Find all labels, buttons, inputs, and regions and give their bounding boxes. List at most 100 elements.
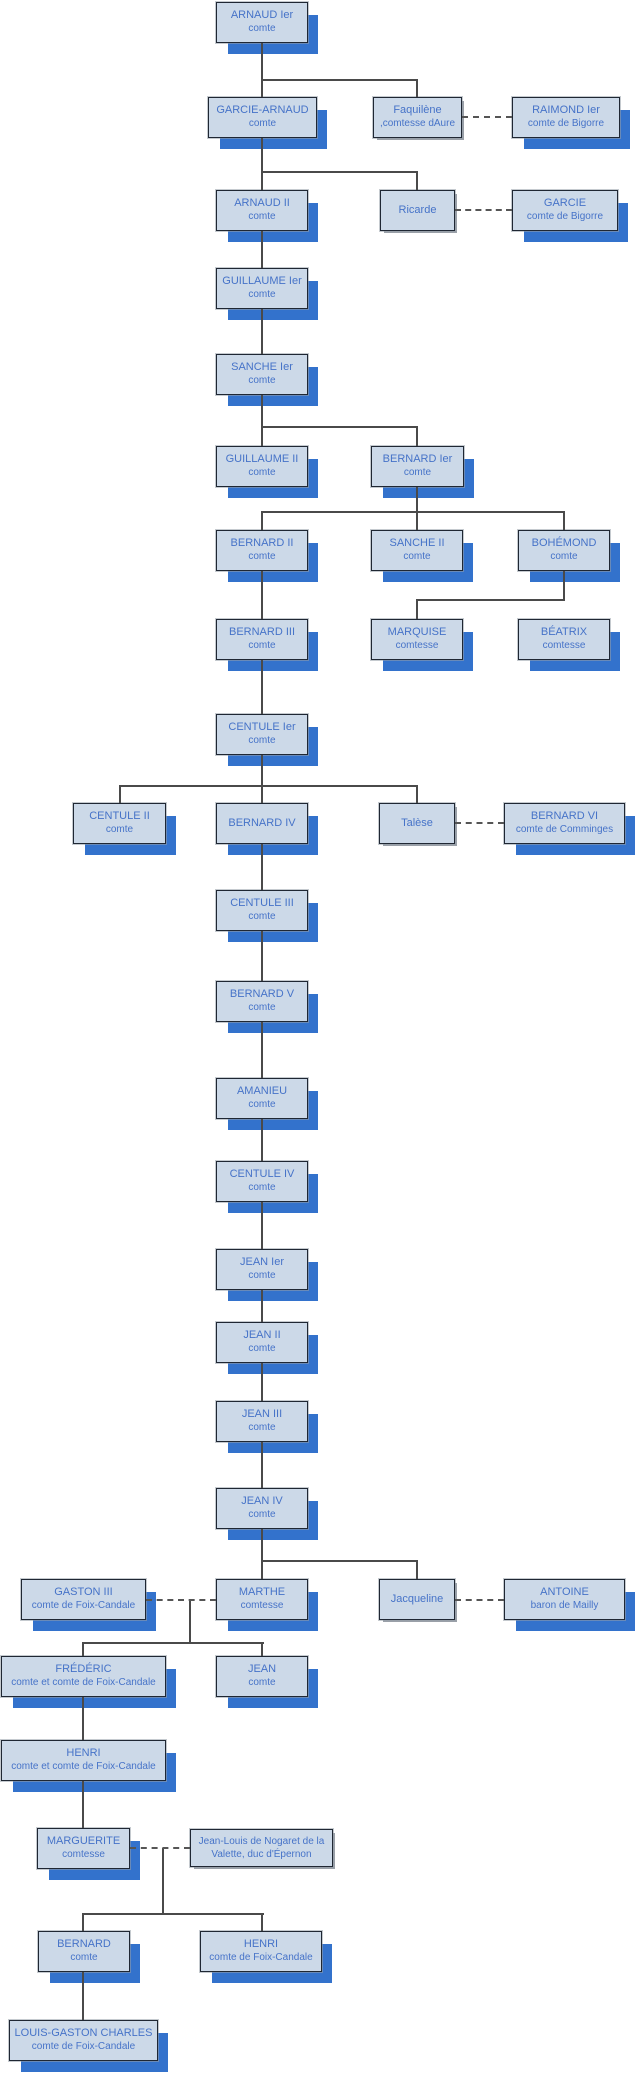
person-name: MARQUISE — [387, 626, 447, 639]
person-node[interactable]: CENTULE III comte — [216, 890, 308, 931]
descent-connector-line — [119, 785, 418, 787]
person-title: comte — [248, 640, 276, 652]
person-name: Faquilène — [393, 104, 442, 117]
person-name: CENTULE Ier — [228, 721, 296, 734]
descent-connector-line — [261, 755, 263, 803]
person-title: comte — [248, 289, 276, 301]
descent-connector-line — [82, 1913, 264, 1915]
person-node[interactable]: BERNARD Ier comte — [371, 446, 464, 487]
person-title: comte — [248, 1182, 276, 1194]
descent-connector-line — [261, 931, 263, 981]
person-name: BERNARD IV — [228, 816, 296, 829]
person-node[interactable]: FRÉDÉRIC comte et comte de Foix-Candale — [1, 1656, 166, 1697]
descent-connector-line — [261, 1529, 263, 1579]
person-name: BOHÉMOND — [531, 537, 597, 550]
descent-connector-line — [261, 1643, 263, 1656]
person-name: HENRI — [243, 1938, 279, 1951]
person-title: comtesse — [395, 640, 439, 652]
person-name: BÉATRIX — [540, 626, 588, 639]
person-title: comte — [248, 1677, 276, 1689]
descent-connector-line — [416, 600, 418, 619]
person-node[interactable]: Jacqueline — [379, 1579, 455, 1620]
person-title: comte — [248, 735, 276, 747]
person-title: comte — [550, 551, 578, 563]
person-node[interactable]: BERNARD III comte — [216, 619, 308, 660]
person-node[interactable]: GARCIE-ARNAUD comte — [208, 97, 317, 138]
person-node[interactable]: ARNAUD II comte — [216, 190, 308, 231]
person-node[interactable]: MARGUERITE comtesse — [37, 1828, 130, 1869]
person-node[interactable]: BERNARD comte — [38, 1931, 130, 1972]
person-node[interactable]: MARTHE comtesse — [216, 1579, 308, 1620]
person-node[interactable]: HENRI comte de Foix-Candale — [200, 1931, 322, 1972]
descent-connector-line — [261, 511, 565, 513]
person-title: ,comtesse dAure — [379, 118, 456, 130]
person-title: comte — [248, 1002, 276, 1014]
person-name: Jean-Louis de Nogaret de la Valette, duc… — [198, 1836, 325, 1860]
person-node[interactable]: CENTULE Ier comte — [216, 714, 308, 755]
person-name: ARNAUD Ier — [230, 9, 294, 22]
person-node[interactable]: JEAN Ier comte — [216, 1249, 308, 1290]
person-name: HENRI — [66, 1747, 101, 1760]
person-title: comte — [248, 211, 276, 223]
person-node[interactable]: JEAN IV comte — [216, 1488, 308, 1529]
descent-connector-line — [261, 1442, 263, 1488]
descent-connector-line — [261, 660, 263, 714]
person-node[interactable]: GARCIE comte de Bigorre — [512, 190, 618, 231]
person-node[interactable]: BERNARD V comte — [216, 981, 308, 1022]
person-node[interactable]: AMANIEU comte — [216, 1078, 308, 1119]
person-title: comte de Foix-Candale — [31, 2041, 136, 2053]
person-title: comte de Comminges — [515, 824, 614, 836]
person-name: ARNAUD II — [234, 197, 290, 210]
marriage-dashed-line — [455, 209, 512, 211]
person-node[interactable]: HENRI comte et comte de Foix-Candale — [1, 1740, 166, 1781]
person-node[interactable]: LOUIS-GASTON CHARLES comte de Foix-Canda… — [9, 2020, 158, 2061]
person-node[interactable]: CENTULE IV comte — [216, 1161, 308, 1202]
descent-connector-line — [82, 1642, 264, 1644]
person-node[interactable]: BOHÉMOND comte — [518, 530, 610, 571]
person-node[interactable]: JEAN II comte — [216, 1322, 308, 1363]
descent-connector-line — [261, 79, 418, 81]
person-title: comte — [403, 551, 431, 563]
person-node[interactable]: Ricarde — [380, 190, 455, 231]
person-node[interactable]: SANCHE Ier comte — [216, 354, 308, 395]
person-node[interactable]: BÉATRIX comtesse — [518, 619, 610, 660]
descent-connector-line — [261, 309, 263, 354]
person-node[interactable]: SANCHE II comte — [371, 530, 463, 571]
person-node[interactable]: GUILLAUME Ier comte — [216, 268, 308, 309]
person-node[interactable]: CENTULE II comte — [73, 803, 166, 844]
person-node[interactable]: Faquilène ,comtesse dAure — [373, 97, 462, 138]
person-title: comtesse — [62, 1849, 105, 1861]
descent-connector-line — [416, 487, 418, 530]
descent-connector-line — [82, 1914, 84, 1931]
person-name: GUILLAUME Ier — [222, 275, 302, 288]
person-title: comte — [105, 824, 134, 836]
person-title: baron de Mailly — [530, 1600, 599, 1612]
person-node[interactable]: JEAN III comte — [216, 1401, 308, 1442]
person-node[interactable]: ARNAUD Ier comte — [216, 2, 308, 43]
person-node[interactable]: RAIMOND Ier comte de Bigorre — [512, 97, 620, 138]
descent-connector-line — [416, 427, 418, 446]
person-node[interactable]: GUILLAUME II comte — [216, 446, 308, 487]
descent-connector-line — [162, 1848, 164, 1914]
person-node[interactable]: MARQUISE comtesse — [371, 619, 463, 660]
person-name: LOUIS-GASTON CHARLES — [14, 2027, 153, 2040]
person-name: Talèse — [401, 816, 433, 829]
person-node[interactable]: BERNARD IV — [216, 803, 308, 844]
person-name: MARGUERITE — [46, 1835, 121, 1848]
person-node[interactable]: ANTOINE baron de Mailly — [504, 1579, 625, 1620]
person-node[interactable]: BERNARD VI comte de Comminges — [504, 803, 625, 844]
person-node[interactable]: Jean-Louis de Nogaret de la Valette, duc… — [190, 1829, 333, 1867]
person-title: comte de Bigorre — [527, 118, 605, 130]
descent-connector-line — [261, 43, 263, 97]
person-name: BERNARD VI — [530, 810, 599, 823]
person-title: comte — [248, 911, 276, 923]
descent-connector-line — [261, 571, 263, 619]
descent-connector-line — [261, 1290, 263, 1322]
descent-connector-line — [416, 786, 418, 803]
descent-connector-line — [563, 512, 565, 530]
person-node[interactable]: BERNARD II comte — [216, 530, 308, 571]
person-node[interactable]: JEAN comte — [216, 1656, 308, 1697]
person-name: ANTOINE — [540, 1586, 589, 1599]
person-node[interactable]: GASTON III comte de Foix-Candale — [21, 1579, 146, 1620]
person-node[interactable]: Talèse — [379, 803, 455, 844]
